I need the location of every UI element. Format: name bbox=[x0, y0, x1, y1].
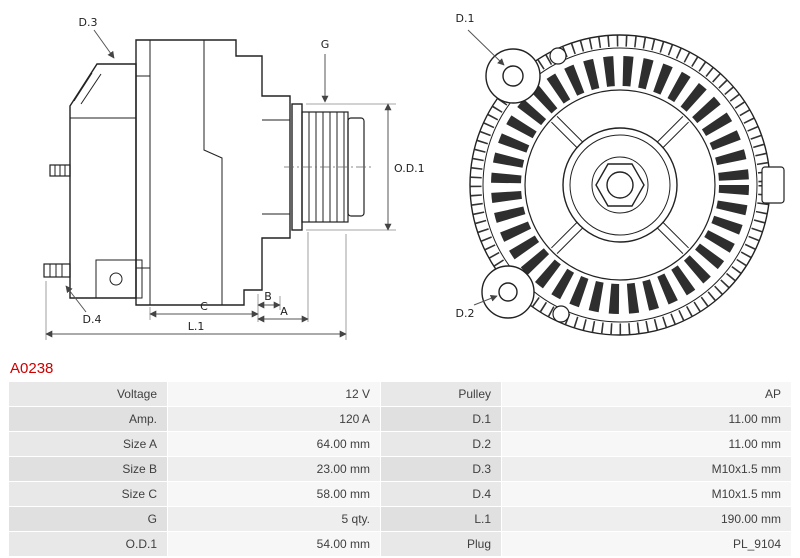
spec-row: Amp. 120 A D.1 11.00 mm bbox=[9, 407, 791, 431]
spec-label: Plug bbox=[381, 532, 501, 556]
spec-value: M10x1.5 mm bbox=[502, 482, 791, 506]
dim-label-od1: O.D.1 bbox=[394, 162, 425, 175]
spec-value: 120 A bbox=[168, 407, 380, 431]
spec-value: AP bbox=[502, 382, 791, 406]
spec-label: Amp. bbox=[9, 407, 167, 431]
spec-label: D.4 bbox=[381, 482, 501, 506]
spec-value: 190.00 mm bbox=[502, 507, 791, 531]
spec-row: Size A 64.00 mm D.2 11.00 mm bbox=[9, 432, 791, 456]
spec-label: Size A bbox=[9, 432, 167, 456]
spec-label: L.1 bbox=[381, 507, 501, 531]
spec-label: Size C bbox=[9, 482, 167, 506]
dim-label-g: G bbox=[321, 38, 330, 51]
dim-label-d1: D.1 bbox=[456, 12, 475, 25]
spec-row: O.D.1 54.00 mm Plug PL_9104 bbox=[9, 532, 791, 556]
dim-label-a: A bbox=[280, 305, 288, 318]
side-view bbox=[43, 39, 372, 306]
spec-value: M10x1.5 mm bbox=[502, 457, 791, 481]
technical-drawing: D.3 G O.D.1 D.4 C B A L.1 D.1 D.2 bbox=[43, 12, 785, 340]
spec-value: 58.00 mm bbox=[168, 482, 380, 506]
spec-label: Size B bbox=[9, 457, 167, 481]
spec-label: Pulley bbox=[381, 382, 501, 406]
spec-label: D.1 bbox=[381, 407, 501, 431]
dim-label-d2: D.2 bbox=[456, 307, 475, 320]
spec-value: 12 V bbox=[168, 382, 380, 406]
spec-value: PL_9104 bbox=[502, 532, 791, 556]
spec-label: D.3 bbox=[381, 457, 501, 481]
dim-label-l1: L.1 bbox=[188, 320, 205, 333]
dim-label-c: C bbox=[200, 300, 208, 313]
spec-row: G 5 qty. L.1 190.00 mm bbox=[9, 507, 791, 531]
spec-label: O.D.1 bbox=[9, 532, 167, 556]
dim-label-d3: D.3 bbox=[79, 16, 98, 29]
spec-value: 5 qty. bbox=[168, 507, 380, 531]
dimension-labels: D.3 G O.D.1 D.4 C B A L.1 D.1 D.2 bbox=[79, 12, 475, 333]
spec-value: 54.00 mm bbox=[168, 532, 380, 556]
side-view-dimensions bbox=[45, 29, 396, 340]
spec-row: Size B 23.00 mm D.3 M10x1.5 mm bbox=[9, 457, 791, 481]
spec-value: 23.00 mm bbox=[168, 457, 380, 481]
dim-label-d4: D.4 bbox=[83, 313, 102, 326]
spec-value: 11.00 mm bbox=[502, 432, 791, 456]
part-number: A0238 bbox=[10, 360, 54, 377]
alternator-diagram: D.3 G O.D.1 D.4 C B A L.1 D.1 D.2 bbox=[43, 12, 785, 340]
dim-label-b: B bbox=[264, 290, 272, 303]
front-view-dimensions bbox=[467, 29, 505, 306]
spec-label: G bbox=[9, 507, 167, 531]
spec-label: D.2 bbox=[381, 432, 501, 456]
front-view bbox=[469, 34, 785, 336]
spec-row: Voltage 12 V Pulley AP bbox=[9, 382, 791, 406]
spec-table: Voltage 12 V Pulley AP Amp. 120 A D.1 11… bbox=[8, 381, 792, 557]
spec-value: 11.00 mm bbox=[502, 407, 791, 431]
spec-label: Voltage bbox=[9, 382, 167, 406]
spec-value: 64.00 mm bbox=[168, 432, 380, 456]
spec-row: Size C 58.00 mm D.4 M10x1.5 mm bbox=[9, 482, 791, 506]
